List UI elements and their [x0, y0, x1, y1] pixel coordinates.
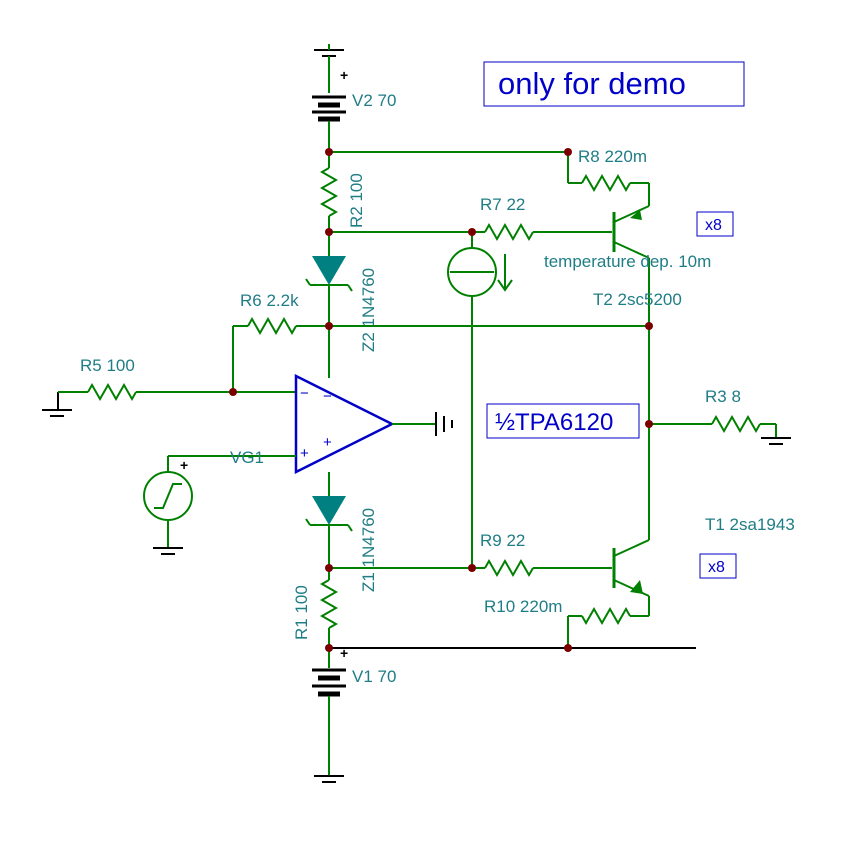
battery-v1	[312, 668, 346, 697]
ground-r3	[761, 437, 791, 445]
r8-label: R8 220m	[578, 147, 647, 166]
node-r6-output	[645, 322, 653, 330]
r2-label: R2 100	[347, 173, 366, 228]
t1-multiplier: x8	[708, 559, 725, 576]
demo-banner-text: only for demo	[498, 66, 686, 101]
node-current-source-bottom	[468, 564, 476, 572]
t2-multiplier-box: x8	[696, 211, 734, 237]
v1-label: V1 70	[352, 667, 396, 686]
resistor-r1	[319, 579, 339, 629]
t2-label: T2 2sc5200	[593, 290, 682, 309]
t2-multiplier: x8	[705, 217, 722, 234]
node-output	[645, 420, 653, 428]
resistor-r5	[87, 382, 137, 402]
v1-plus-sign: +	[340, 645, 348, 661]
ground-top	[314, 44, 344, 57]
resistor-r6	[247, 316, 297, 336]
signal-source-vg1	[143, 456, 193, 555]
ic-label-box: ½TPA6120	[486, 403, 640, 439]
r5-label: R5 100	[80, 356, 135, 375]
z1-label: Z1 1N4760	[359, 508, 378, 592]
ground-r5	[42, 392, 72, 417]
opamp-inverting-pin: −	[300, 385, 309, 402]
node-r5	[229, 388, 237, 396]
r1-label: R1 100	[292, 585, 311, 640]
t1-multiplier-box: x8	[699, 553, 737, 579]
r6-label: R6 2.2k	[240, 291, 299, 310]
r3-label: R3 8	[705, 387, 741, 406]
opamp-vminus-pin: −	[323, 388, 332, 405]
resistor-r8	[581, 173, 631, 193]
opamp-output-ground	[435, 412, 453, 436]
ground-bottom	[314, 775, 344, 783]
vg1-label: VG1	[230, 448, 264, 467]
battery-v2	[312, 95, 346, 122]
resistor-r3	[711, 414, 761, 434]
z2-label: Z2 1N4760	[359, 268, 378, 352]
node-r1-top	[325, 564, 333, 572]
v2-plus-sign: +	[340, 67, 348, 83]
node-r8	[564, 148, 572, 156]
current-source-note: temperature dep. 10m	[544, 252, 711, 271]
transistor-t2	[612, 205, 650, 520]
ic-label: ½TPA6120	[495, 409, 613, 436]
node-r6-zener	[325, 322, 333, 330]
r10-label: R10 220m	[484, 597, 562, 616]
transistor-t1	[612, 520, 650, 616]
resistor-r7	[484, 222, 534, 242]
opamp-tpa6120: − + − +	[294, 373, 395, 475]
resistor-r10	[581, 606, 631, 626]
node-bottom-rail	[325, 644, 333, 652]
r9-label: R9 22	[480, 531, 525, 550]
v2-label: V2 70	[352, 91, 396, 110]
node-current-source-top	[468, 228, 476, 236]
demo-banner: only for demo	[483, 61, 745, 107]
junction-nodes	[229, 148, 653, 652]
r7-label: R7 22	[480, 195, 525, 214]
current-source	[447, 232, 513, 568]
node-top-rail	[325, 148, 333, 156]
opamp-vplus-pin: +	[323, 434, 332, 451]
resistor-r2	[319, 167, 339, 217]
vg1-plus-sign: +	[180, 457, 188, 473]
resistor-r9	[484, 558, 534, 578]
node-r2-bottom	[325, 228, 333, 236]
opamp-noninverting-pin: +	[300, 445, 309, 462]
node-r10	[564, 644, 572, 652]
t1-label: T1 2sa1943	[705, 515, 795, 534]
